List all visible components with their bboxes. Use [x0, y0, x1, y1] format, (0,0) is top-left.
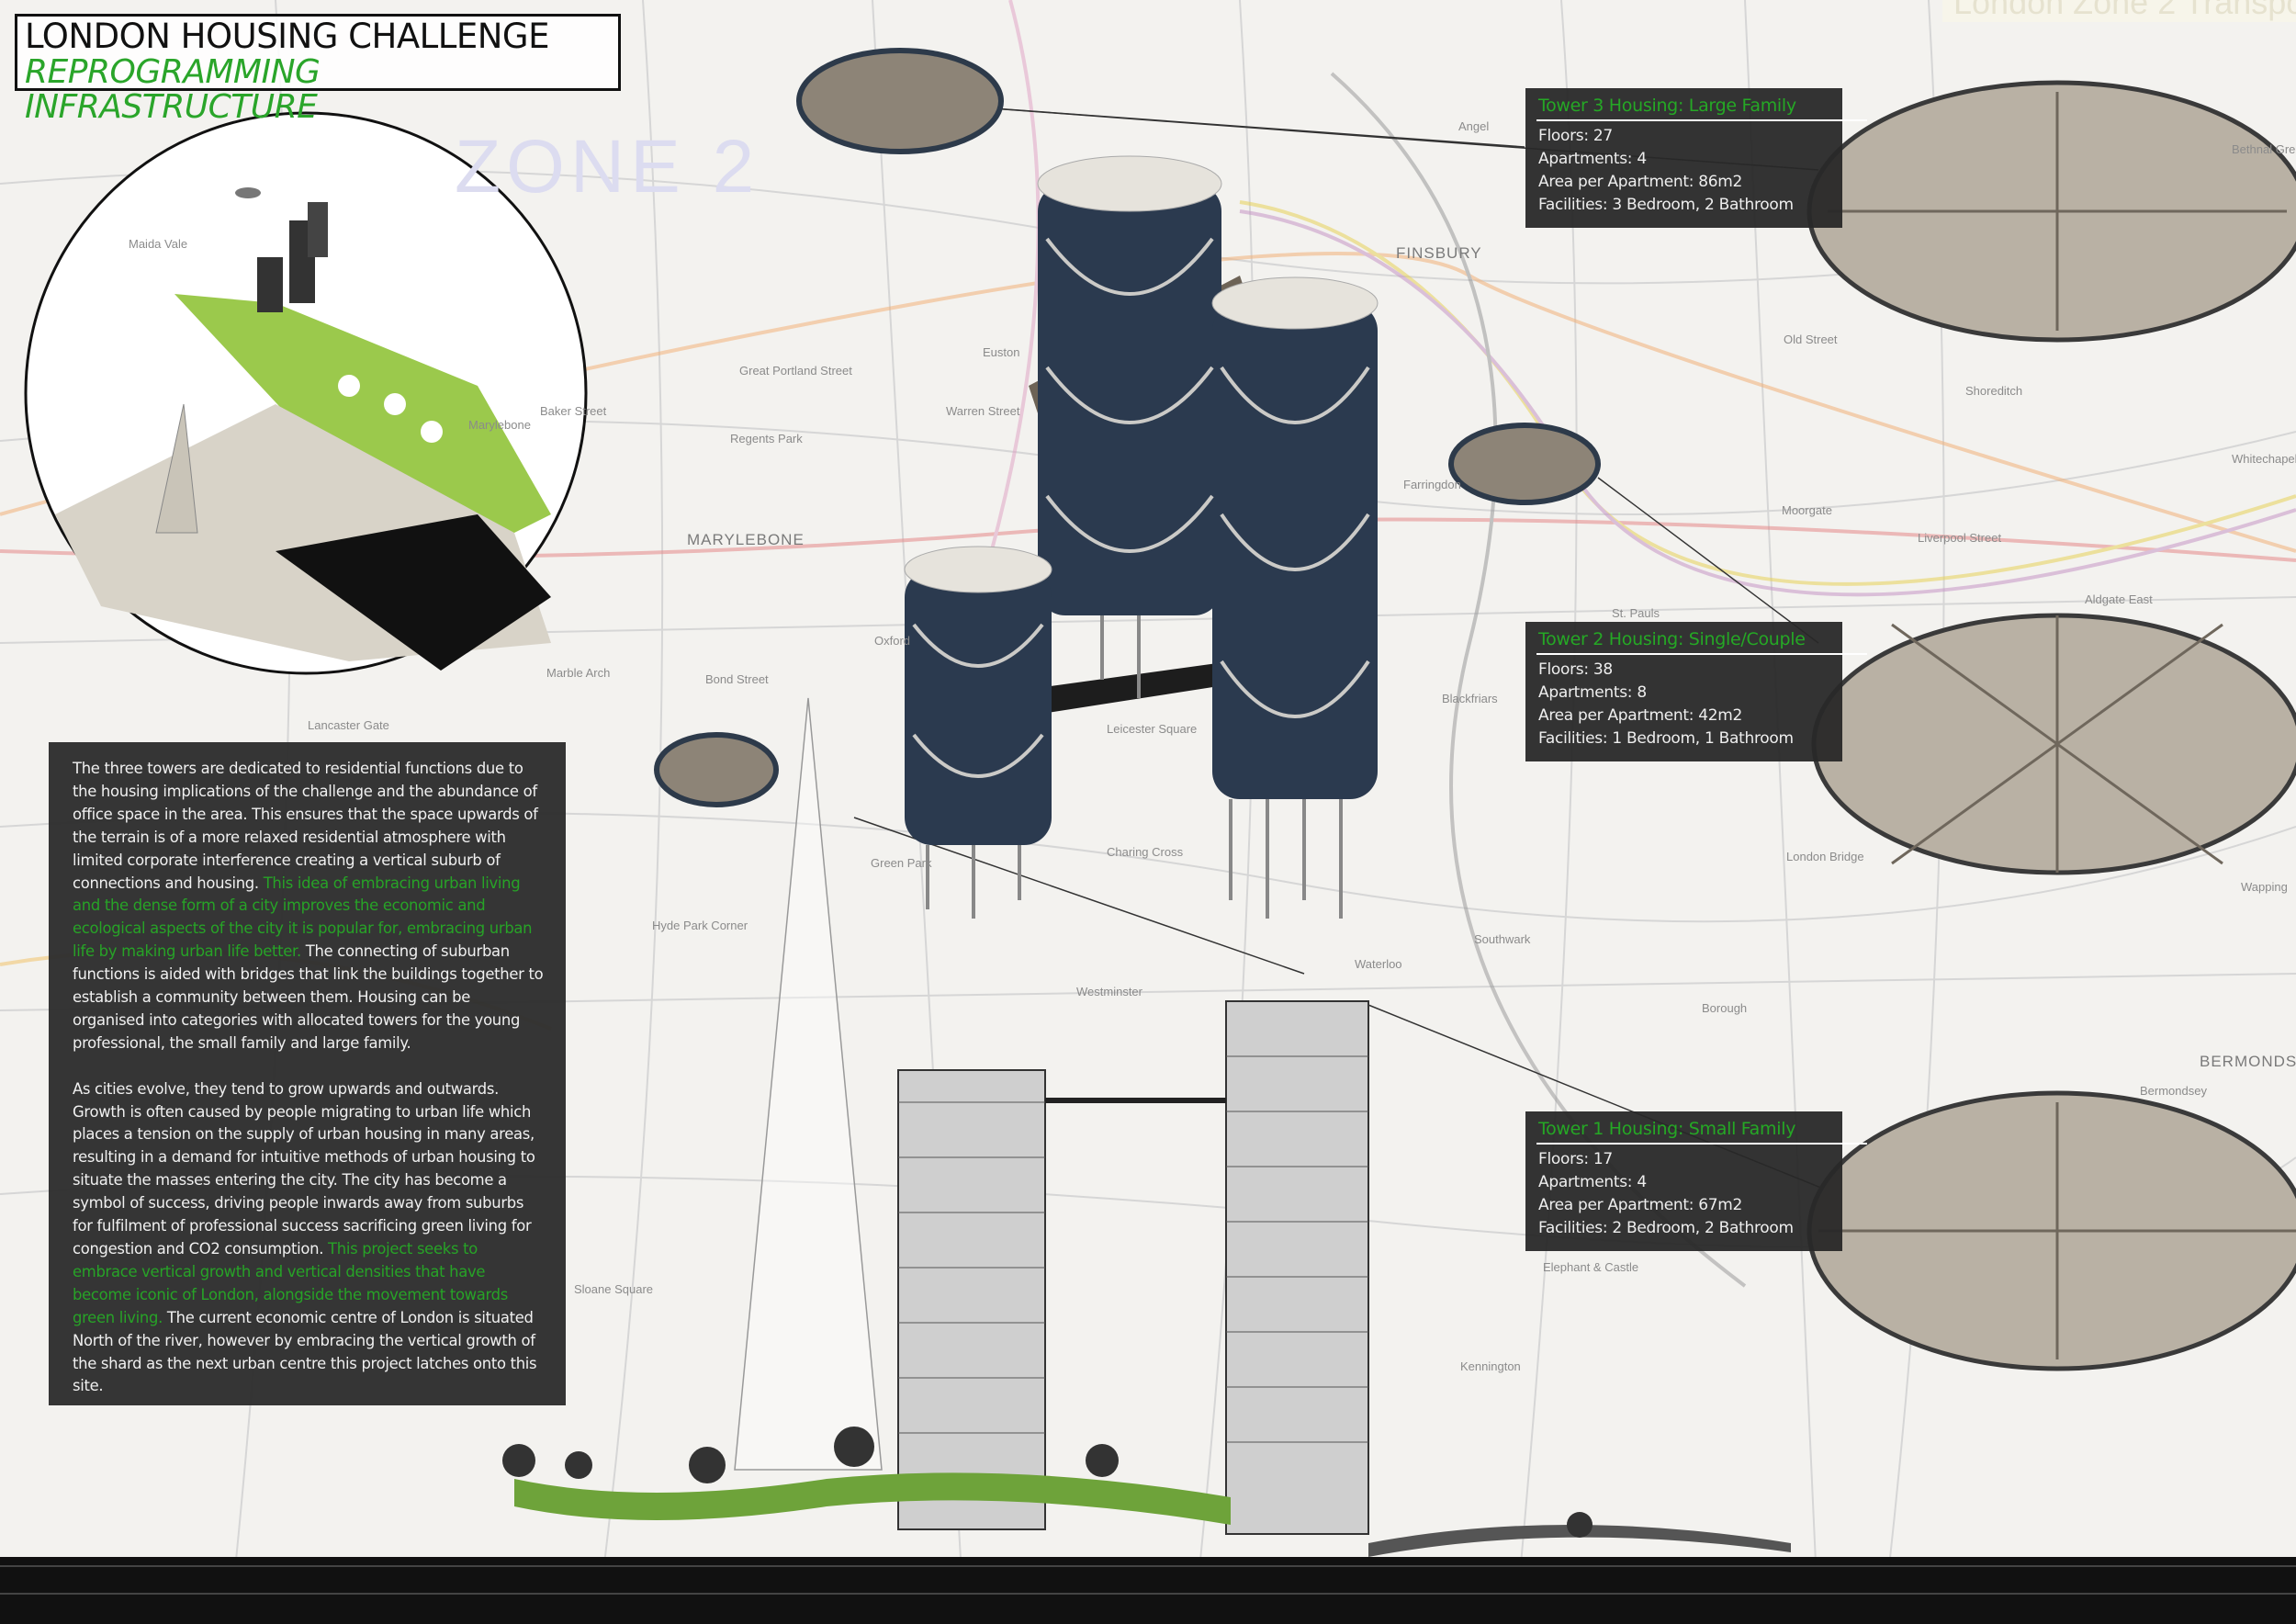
area: Area per Apartment: 67m2 — [1538, 1196, 1743, 1214]
page-title: LONDON HOUSING CHALLENGE — [25, 17, 550, 56]
ground-section — [0, 1427, 2296, 1624]
description-panel: The three towers are dedicated to reside… — [49, 742, 566, 1405]
description-paragraph-1: The three towers are dedicated to reside… — [73, 758, 544, 1055]
map-label: Bethnal Green — [2232, 142, 2296, 156]
map-label: Farringdon — [1403, 478, 1461, 491]
highlight-text: This project seeks to embrace vertical g… — [73, 1240, 509, 1326]
area: Area per Apartment: 86m2 — [1538, 173, 1743, 191]
map-label: Oxford — [874, 634, 911, 648]
map-label: Hyde Park Corner — [652, 919, 748, 932]
map-label: Charing Cross — [1107, 845, 1184, 859]
floors: Floors: 27 — [1538, 127, 1613, 145]
floors: Floors: 38 — [1538, 660, 1613, 679]
facilities: Facilities: 2 Bedroom, 2 Bathroom — [1538, 1219, 1794, 1237]
tower-1-info: Tower 1 Housing: Small Family Floors: 17… — [1525, 1111, 1867, 1251]
map-label: Euston — [983, 345, 1020, 359]
text-run: The three towers are dedicated to reside… — [73, 760, 538, 892]
map-label: Wapping — [2241, 880, 2288, 894]
divider — [1536, 119, 1867, 121]
map-label: Lancaster Gate — [308, 718, 389, 732]
map-label: Aldgate East — [2085, 592, 2153, 606]
map-label: Maida Vale — [129, 237, 188, 251]
map-label: Liverpool Street — [1918, 531, 2002, 545]
text-run: The current economic centre of London is… — [73, 1308, 537, 1395]
map-label: Southwark — [1474, 932, 1531, 946]
floor-plans-large — [1806, 80, 2296, 1371]
map-label: Angel — [1458, 119, 1490, 133]
map-label: Moorgate — [1782, 503, 1832, 517]
highlight-text: This idea of embracing urban living and … — [73, 874, 533, 961]
map-label: Bond Street — [705, 672, 769, 686]
divider — [1536, 653, 1867, 655]
map-label: Baker Street — [540, 404, 607, 418]
map-label: Blackfriars — [1442, 692, 1498, 705]
map-label: St. Pauls — [1612, 606, 1660, 620]
site-model-circle — [24, 111, 588, 675]
map-label: Great Portland Street — [739, 364, 852, 378]
apartments: Apartments: 4 — [1538, 150, 1647, 168]
map-label: Shoreditch — [1965, 384, 2023, 398]
title-box: LONDON HOUSING CHALLENGE REPROGRAMMING I… — [15, 14, 621, 125]
map-label: Green Park — [871, 856, 932, 870]
map-label: Sloane Square — [574, 1282, 654, 1296]
facilities: Facilities: 1 Bedroom, 1 Bathroom — [1538, 729, 1794, 748]
text-run: As cities evolve, they tend to grow upwa… — [73, 1079, 535, 1258]
map-label: Marble Arch — [546, 666, 611, 680]
map-label: FINSBURY — [1396, 244, 1482, 262]
shard-outline — [734, 697, 883, 1471]
map-label: MARYLEBONE — [687, 531, 805, 548]
area: Area per Apartment: 42m2 — [1538, 706, 1743, 725]
apartments: Apartments: 4 — [1538, 1173, 1647, 1191]
elevation-towers — [897, 1000, 1369, 1535]
map-label: Warren Street — [946, 404, 1020, 418]
tower-2-info: Tower 2 Housing: Single/Couple Floors: 3… — [1525, 622, 1867, 761]
facilities: Facilities: 3 Bedroom, 2 Bathroom — [1538, 196, 1794, 214]
page-subtitle: REPROGRAMMING INFRASTRUCTURE — [25, 53, 321, 126]
divider — [1536, 1143, 1867, 1145]
map-label: Elephant & Castle — [1543, 1260, 1639, 1274]
map-label: BERMONDSEY — [2200, 1053, 2296, 1070]
map-label: Whitechapel — [2232, 452, 2296, 466]
map-label: Bermondsey — [2140, 1084, 2207, 1098]
apartments: Apartments: 8 — [1538, 683, 1647, 702]
map-label: Marylebone — [468, 418, 531, 432]
map-label: Regents Park — [730, 432, 803, 445]
axonometric-towers — [904, 155, 1379, 919]
tower-heading: Tower 2 Housing: Single/Couple — [1538, 629, 1806, 649]
zone-label: ZONE 2 — [455, 125, 760, 209]
map-label: Leicester Square — [1107, 722, 1198, 736]
map-label: Borough — [1702, 1001, 1748, 1015]
floor-plan-thumbnails — [654, 48, 1601, 807]
tower-3-info: Tower 3 Housing: Large Family Floors: 27… — [1525, 88, 1867, 228]
tower-heading: Tower 3 Housing: Large Family — [1538, 96, 1796, 116]
map-label: Old Street — [1784, 333, 1838, 346]
floors: Floors: 17 — [1538, 1150, 1613, 1168]
text-run: The connecting of suburban functions is … — [73, 942, 544, 1052]
map-label: Westminster — [1076, 985, 1142, 998]
map-label: Waterloo — [1355, 957, 1402, 971]
map-label: London Bridge — [1786, 850, 1864, 863]
map-header: London Zone 2 Transport Map — [1942, 0, 2296, 22]
map-label: Kennington — [1460, 1359, 1521, 1373]
tower-heading: Tower 1 Housing: Small Family — [1538, 1119, 1796, 1139]
description-paragraph-2: As cities evolve, they tend to grow upwa… — [73, 1078, 544, 1399]
